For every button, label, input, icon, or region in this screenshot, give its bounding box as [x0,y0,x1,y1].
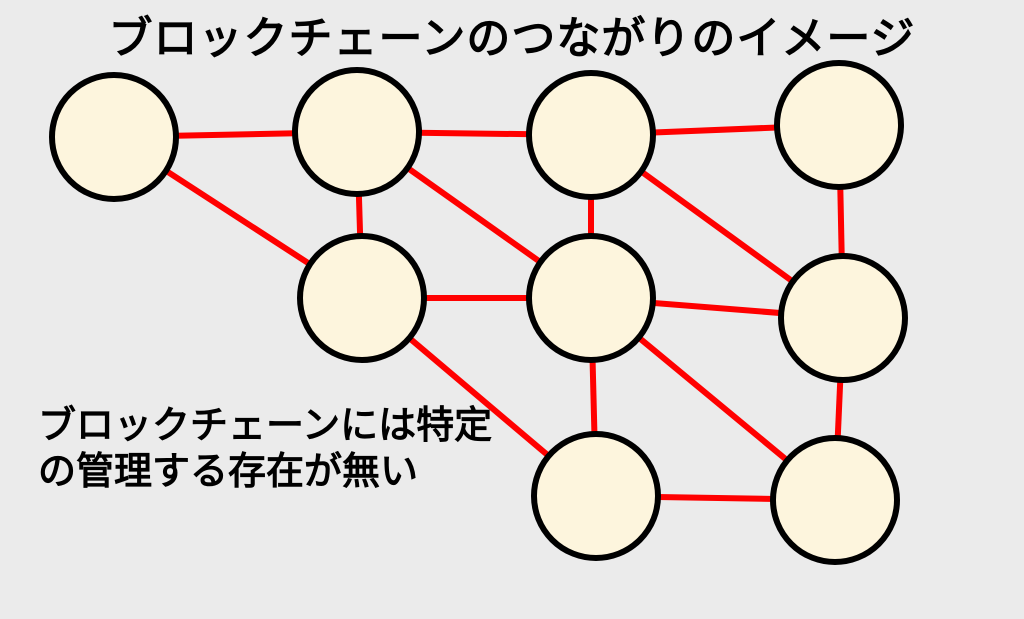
block-node [770,435,900,565]
diagram-title: ブロックチェーンのつながりのイメージ [108,13,916,64]
block-node [297,233,427,363]
block-node [292,67,422,197]
diagram-caption: ブロックチェーンには特定の管理する存在が無い [38,403,493,493]
block-node [526,70,656,200]
block-node [531,431,661,561]
block-node [526,233,656,363]
block-node [774,60,904,190]
block-node [49,72,179,202]
block-node [778,253,908,383]
